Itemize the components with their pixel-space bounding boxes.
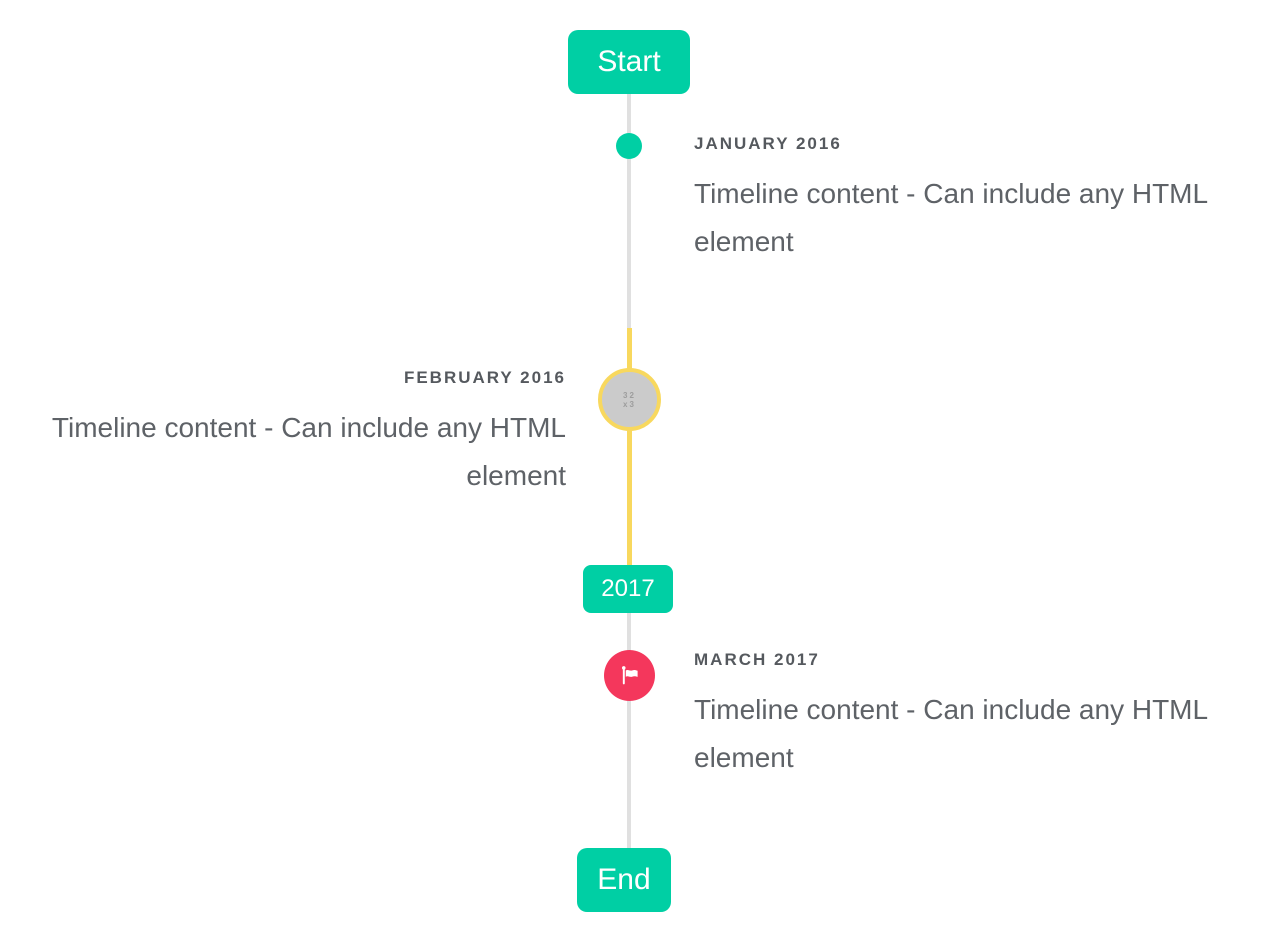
item-content: Timeline content - Can include any HTML … (694, 694, 1208, 773)
item-title: MARCH 2017 (694, 650, 820, 669)
timeline-line-highlight (627, 328, 632, 568)
item-content: Timeline content - Can include any HTML … (51, 412, 566, 491)
item-content: Timeline content - Can include any HTML … (694, 178, 1208, 257)
timeline-item-march-2017: MARCH 2017 Timeline content - Can includ… (694, 648, 1218, 782)
item-title: FEBRUARY 2016 (403, 368, 566, 387)
timeline-end-cap: End (577, 848, 671, 912)
start-cap-label: Start (597, 45, 661, 78)
year-badge-label: 2017 (601, 575, 655, 602)
placeholder-image-text: 32 (623, 390, 636, 400)
timeline-start-cap: Start (568, 30, 690, 94)
timeline-item-january-2016: JANUARY 2016 Timeline content - Can incl… (694, 132, 1218, 266)
flag-icon (616, 662, 643, 689)
timeline-year-badge: 2017 (583, 565, 673, 613)
end-cap-label: End (597, 863, 651, 896)
flag-marker (604, 650, 655, 701)
item-title: JANUARY 2016 (694, 134, 842, 153)
placeholder-image-text: x3 (623, 399, 636, 409)
timeline-item-february-2016: FEBRUARY 2016 Timeline content - Can inc… (42, 366, 566, 500)
placeholder-image-marker: 32 x3 (598, 368, 661, 431)
dot-marker (616, 133, 642, 159)
